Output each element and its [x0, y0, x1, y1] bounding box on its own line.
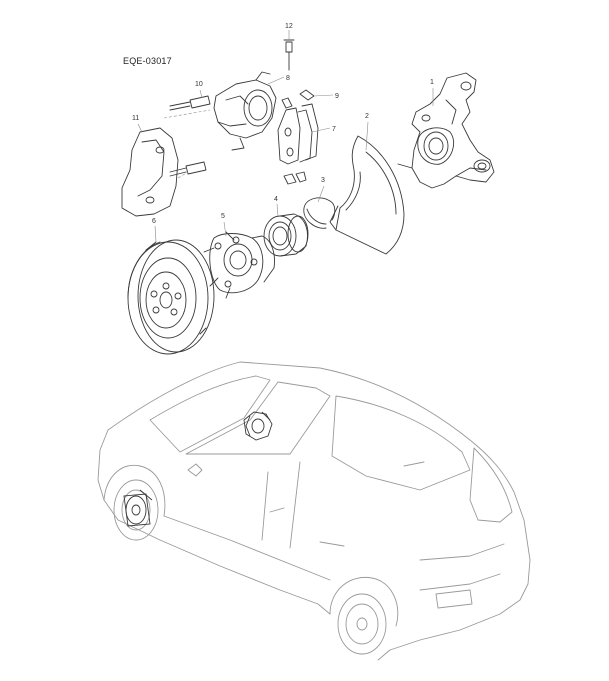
diagram-code: EQE-03017: [123, 56, 172, 66]
wheel-hub: [203, 231, 275, 299]
callout-5: 5: [221, 213, 225, 220]
pad-clips: [281, 89, 315, 185]
callout-7: 7: [332, 126, 336, 133]
steering-knuckle: [397, 72, 495, 189]
brake-caliper: [213, 71, 277, 151]
brake-disc: [127, 239, 215, 355]
callout-11: 11: [132, 115, 139, 122]
dust-shield: [329, 135, 405, 255]
snap-ring: [303, 197, 336, 229]
wheel-bearing: [263, 213, 309, 257]
callout-labels: 1 2 3 4 5 6 7 8 9 10 11 12: [132, 23, 434, 225]
guide-bolt-upper: [169, 95, 211, 111]
callout-1: 1: [430, 79, 434, 86]
callout-10: 10: [195, 81, 203, 88]
bolt-top: [283, 39, 295, 71]
vehicle-locator-highlight: [123, 411, 273, 527]
leader-lines: [137, 30, 434, 243]
callout-9: 9: [335, 93, 339, 100]
callout-6: 6: [152, 218, 156, 225]
callout-3: 3: [321, 177, 325, 184]
caliper-bracket: [121, 127, 207, 217]
callout-8: 8: [286, 75, 290, 82]
callout-4: 4: [274, 196, 278, 203]
callout-12: 12: [285, 23, 293, 30]
callout-2: 2: [365, 113, 369, 120]
brake-pads: [277, 103, 319, 165]
vehicle-locator-outline: [97, 361, 531, 661]
